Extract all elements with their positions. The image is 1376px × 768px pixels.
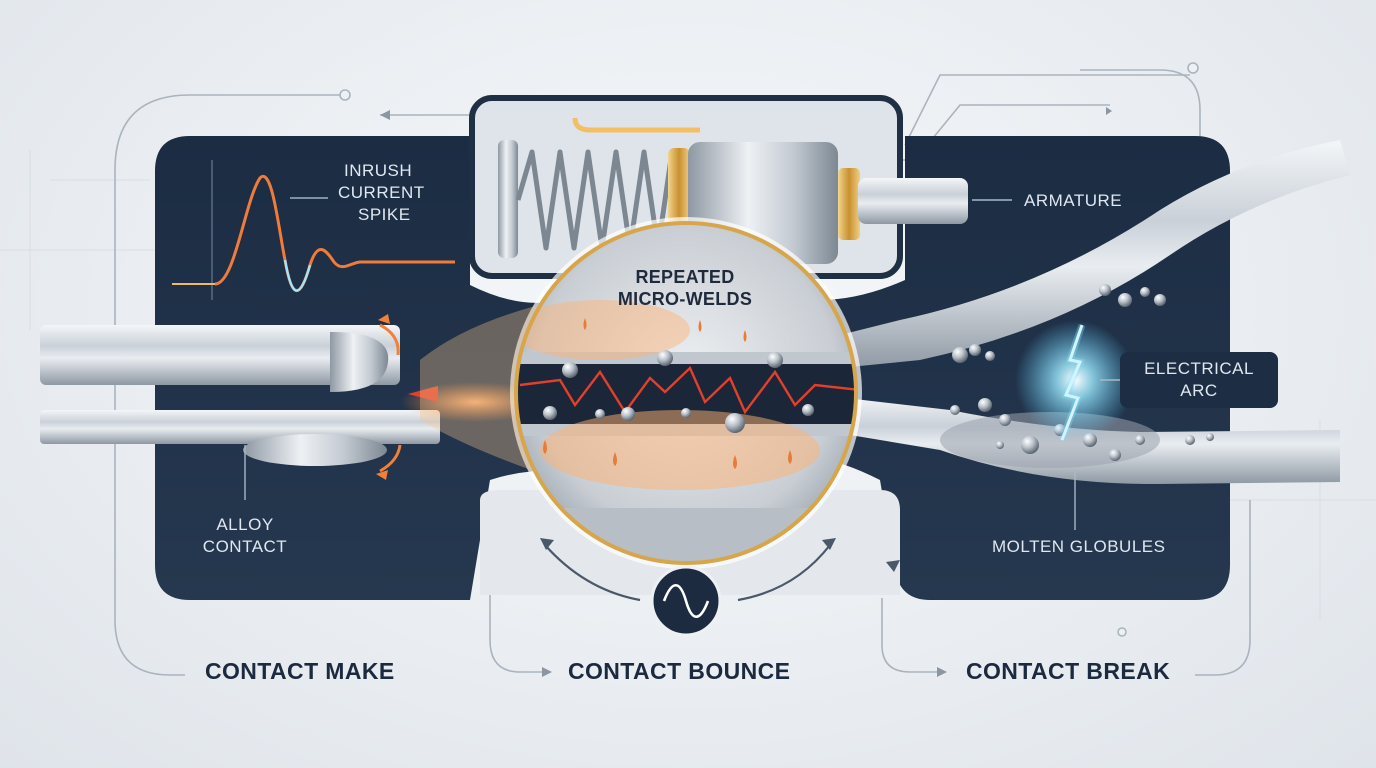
stage-contact-make: CONTACT MAKE [205,658,395,684]
welds-line-1: REPEATED [635,267,735,287]
inrush-line-3: SPIKE [358,205,411,224]
electrical-arc-bolt [1060,324,1084,441]
arc-zigzag [519,365,856,415]
arc-line-2: ARC [1180,381,1218,400]
inrush-line-1: INRUSH [344,161,413,180]
micro-weld-magnifier [420,217,862,569]
stage-contact-break: CONTACT BREAK [966,658,1171,684]
welds-line-2: MICRO-WELDS [617,289,753,309]
inrush-current-label: INRUSH CURRENT SPIKE [338,160,448,226]
bounce-arrows [544,544,831,602]
arrow-icon [380,107,1112,677]
arc-label-box [1120,352,1278,408]
armature-assembly [469,95,968,279]
arrow-icon [540,538,900,572]
armature-label: ARMATURE [1024,191,1123,210]
alloy-line-2: CONTACT [202,537,288,556]
sine-wave-icon [650,565,722,637]
alloy-contact-label: ALLOY CONTACT [190,514,300,558]
inrush-current-graph [172,160,455,300]
micro-welds-label: REPEATED MICRO-WELDS [560,266,810,310]
alloy-line-1: ALLOY [216,515,274,534]
process-flow-lines [114,62,1251,676]
right-contact-arms [820,140,1350,530]
left-contact-arms [40,314,550,500]
inrush-line-2: CURRENT [338,183,425,202]
molten-globules-label: MOLTEN GLOBULES [992,537,1166,556]
arc-line-1: ELECTRICAL [1144,359,1254,378]
electrical-arc-label: ELECTRICAL ARC [1126,358,1272,402]
molten-globules [950,284,1214,461]
stage-contact-bounce: CONTACT BOUNCE [568,658,791,684]
